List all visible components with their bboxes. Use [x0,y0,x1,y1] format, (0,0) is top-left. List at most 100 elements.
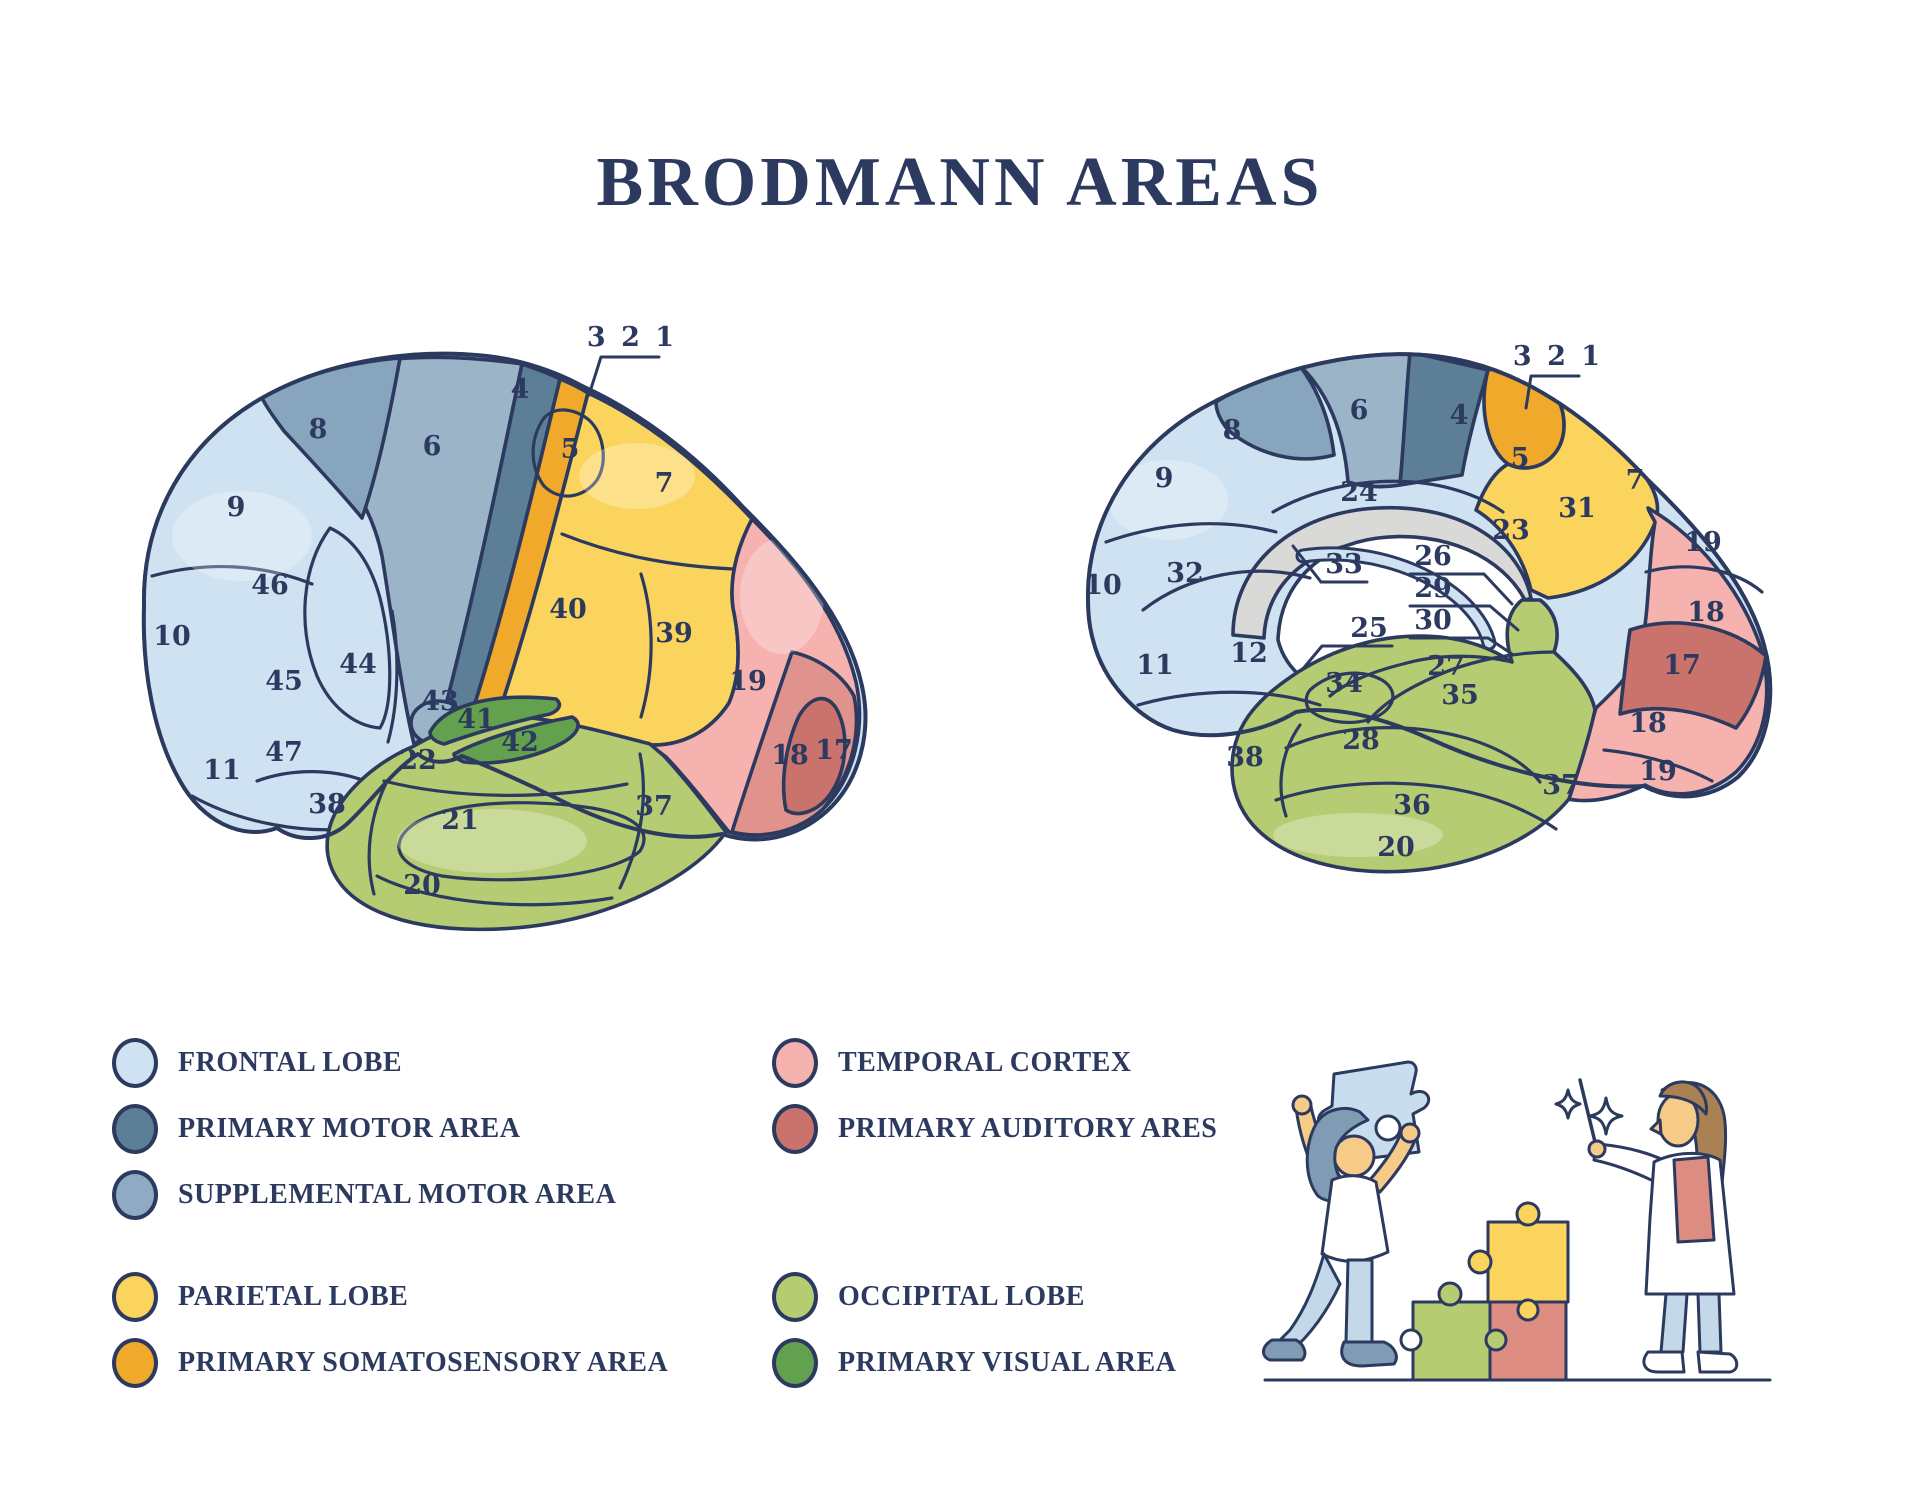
region-m-area4 [1398,354,1490,487]
primary-visual-swatch [772,1338,818,1388]
area-label-35: 35 [1441,680,1479,711]
legend-item: PRIMARY MOTOR AREA [112,1104,616,1154]
area-label-9: 9 [1155,463,1174,494]
legend-group-parietal: PARIETAL LOBE PRIMARY SOMATOSENSORY AREA [112,1272,669,1406]
scientist-right-leg [1696,1292,1723,1354]
scientist-left-leg [1659,1292,1689,1354]
area-label-28: 28 [1342,725,1380,756]
area-label-6: 6 [1350,395,1369,426]
area-label-11: 11 [203,755,241,786]
scientist-top [1672,1155,1716,1244]
legend-group-frontal: FRONTAL LOBE PRIMARY MOTOR AREA SUPPLEME… [112,1038,617,1238]
callout-321-label: 3 2 1 [587,322,677,353]
area-label-19: 19 [729,666,767,697]
puzzle-red-knob-from-green [1484,1328,1508,1352]
person-back-shoe [1262,1338,1307,1362]
legend-item: PRIMARY AUDITORY ARES [772,1104,1218,1154]
region-area42 [452,715,580,765]
scientist-hair-front [1658,1080,1708,1116]
area-label-32: 32 [1166,558,1204,589]
sparkle-large [1588,1096,1624,1136]
legend-item: SUPPLEMENTAL MOTOR AREA [112,1170,617,1220]
area-label-9: 9 [227,492,246,523]
area-label-43: 43 [421,686,459,717]
leader-30 [1454,636,1514,656]
pointer-stick [1578,1078,1597,1144]
person-left-hand [1291,1094,1313,1116]
puzzle-stack [1399,1201,1570,1382]
callout-321-line [587,355,661,397]
area-label-10: 10 [153,621,191,652]
area-label-40: 40 [549,594,587,625]
area-label-4: 4 [511,374,530,405]
area-label-19: 19 [1639,756,1677,787]
area-label-17: 17 [1663,650,1701,681]
legend-item: PRIMARY VISUAL AREA [772,1338,1176,1388]
area-label-7: 7 [655,468,674,499]
area-label-18: 18 [1629,708,1667,739]
somatosensory-swatch [112,1338,158,1388]
area-label-47: 47 [265,737,303,768]
area-label-7: 7 [1626,465,1645,496]
area-label-33: 33 [1325,549,1363,580]
legend-label: PRIMARY AUDITORY ARES [838,1113,1218,1144]
area-label-36: 36 [1393,790,1431,821]
area-label-34: 34 [1325,668,1363,699]
legend-item: TEMPORAL CORTEX [772,1038,1217,1088]
area-label-17: 17 [815,735,853,766]
puzzle-green [1411,1300,1492,1382]
region-m-area17-band [1618,621,1768,730]
legend-label: PRIMARY SOMATOSENSORY AREA [178,1347,669,1378]
region-area41 [428,695,562,746]
area-label-44: 44 [339,649,377,680]
page-title: BRODMANN AREAS [596,143,1324,221]
sparkle-small [1554,1088,1582,1120]
person-front-shoe [1340,1340,1398,1368]
puzzle-people-illustration [1250,1050,1870,1470]
legend-item: PRIMARY SOMATOSENSORY AREA [112,1338,669,1388]
area-label-19: 19 [1684,527,1722,558]
parietal-lobe-swatch [112,1272,158,1322]
area-label-20: 20 [1377,832,1415,863]
legend-label: SUPPLEMENTAL MOTOR AREA [178,1179,617,1210]
area-label-12: 12 [1230,638,1268,669]
scientist-hand [1587,1139,1607,1159]
puzzle-yellow [1486,1220,1570,1304]
puzzle-notch [1374,1114,1402,1142]
puzzle-yellow-tab [1516,1298,1540,1322]
area-label-20: 20 [403,870,441,901]
scientist-nose [1649,1118,1663,1136]
area-label-6: 6 [423,431,442,462]
area-label-18: 18 [771,740,809,771]
person-back-leg [1276,1252,1342,1354]
person-shirt [1320,1174,1390,1263]
area-label-45: 45 [265,666,303,697]
frontal-lobe-swatch [112,1038,158,1088]
region-area17 [781,696,847,816]
primary-auditory-swatch [772,1104,818,1154]
legend-group-temporal: TEMPORAL CORTEX PRIMARY AUDITORY ARES [772,1038,1218,1172]
area-label-4: 4 [1450,400,1469,431]
area-label-38: 38 [1226,742,1264,773]
legend-item: PARIETAL LOBE [112,1272,668,1322]
legend-label: PARIETAL LOBE [178,1281,409,1312]
area-label-39: 39 [655,618,693,649]
person-hair [1305,1107,1370,1203]
area-label-29: 29 [1414,573,1452,604]
area-label-31: 31 [1558,493,1596,524]
callout-321-label-right: 3 2 1 [1513,341,1603,372]
area-label-21: 21 [441,805,479,836]
legend-label: FRONTAL LOBE [178,1047,403,1078]
area-label-42: 42 [501,727,539,758]
primary-motor-swatch [112,1104,158,1154]
person-left [1262,1060,1431,1368]
area-label-38: 38 [308,789,346,820]
leader-25 [1300,644,1348,672]
area-label-46: 46 [251,570,289,601]
person-right-scientist [1554,1078,1739,1374]
